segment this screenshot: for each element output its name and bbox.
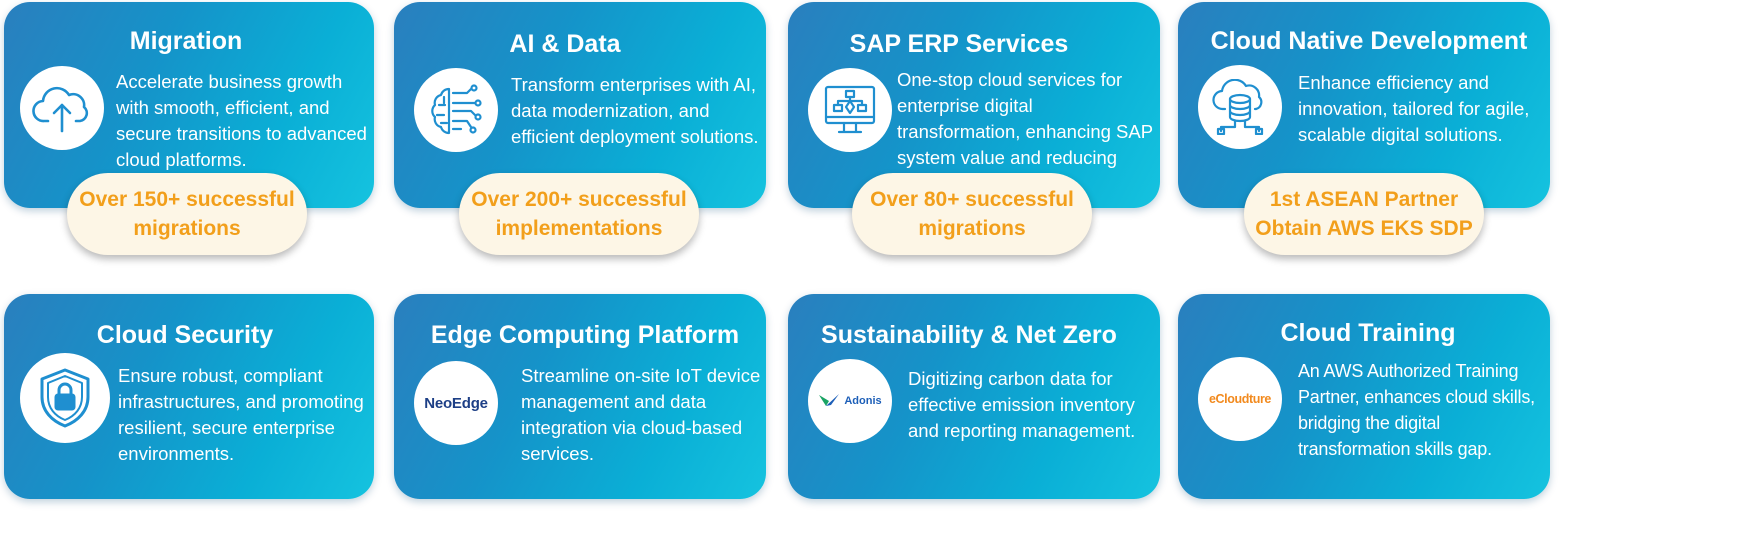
card-title: AI & Data bbox=[509, 30, 621, 58]
service-card-sustainability[interactable]: Sustainability & Net Zero Adonis Digitiz… bbox=[788, 294, 1160, 499]
badge-line-2: migrations bbox=[918, 217, 1026, 240]
service-card-edge-computing[interactable]: Edge Computing Platform NeoEdge Streamli… bbox=[394, 294, 766, 499]
service-card-cloud-security[interactable]: Cloud Security Ensure robust, compliant … bbox=[4, 294, 374, 499]
card-description: Accelerate business growth with smooth, … bbox=[116, 71, 367, 170]
shield-lock-icon bbox=[20, 353, 110, 443]
card-title: Sustainability & Net Zero bbox=[821, 321, 1117, 349]
service-card-migration[interactable]: Migration Accelerate business growth wit… bbox=[4, 2, 374, 208]
card-description: Enhance efficiency and innovation, tailo… bbox=[1298, 72, 1530, 145]
card-title: Cloud Training bbox=[1280, 319, 1456, 347]
card-description: Ensure robust, compliant infrastructures… bbox=[118, 365, 364, 464]
achievement-badge: Over 150+ successful migrations bbox=[67, 173, 307, 255]
adonis-logo: Adonis bbox=[808, 359, 892, 443]
badge-line-2: Obtain AWS EKS SDP bbox=[1255, 217, 1473, 240]
service-card-sap-erp[interactable]: SAP ERP Services One-stop cloud services… bbox=[788, 2, 1160, 208]
adonis-logo-text: Adonis bbox=[844, 395, 882, 407]
card-description: Streamline on-site IoT device management… bbox=[521, 365, 761, 464]
card-title: Cloud Native Development bbox=[1210, 27, 1528, 55]
card-description: Transform enterprises with AI, data mode… bbox=[511, 74, 759, 147]
service-card-cloud-native[interactable]: Cloud Native Development Enhance efficie… bbox=[1178, 2, 1550, 208]
erp-monitor-icon bbox=[808, 68, 892, 152]
service-card-cloud-training[interactable]: Cloud Training eCloudture An AWS Authori… bbox=[1178, 294, 1550, 499]
cloud-database-icon bbox=[1198, 65, 1282, 149]
badge-line-2: implementations bbox=[495, 217, 663, 240]
card-title: Edge Computing Platform bbox=[430, 321, 740, 349]
card-description: One-stop cloud services for enterprise d… bbox=[897, 69, 1153, 194]
card-title: Migration bbox=[129, 27, 243, 55]
badge-line-2: migrations bbox=[133, 217, 241, 240]
ecloudture-logo: eCloudture bbox=[1198, 357, 1282, 441]
achievement-badge: Over 80+ successful migrations bbox=[852, 173, 1092, 255]
neoedge-logo-text: NeoEdge bbox=[424, 394, 488, 412]
cloud-upload-icon bbox=[20, 66, 104, 150]
ai-brain-icon bbox=[414, 68, 498, 152]
badge-line-1: 1st ASEAN Partner bbox=[1269, 188, 1459, 211]
achievement-badge: 1st ASEAN Partner Obtain AWS EKS SDP bbox=[1244, 173, 1484, 255]
badge-line-1: Over 200+ successful bbox=[471, 188, 687, 211]
badge-line-1: Over 150+ successful bbox=[79, 188, 295, 211]
neoedge-logo: NeoEdge bbox=[414, 361, 498, 445]
card-title: Cloud Security bbox=[96, 321, 274, 349]
card-title: SAP ERP Services bbox=[849, 30, 1069, 58]
achievement-badge: Over 200+ successful implementations bbox=[459, 173, 699, 255]
card-description: An AWS Authorized Training Partner, enha… bbox=[1298, 361, 1535, 459]
ecloudture-logo-text: eCloudture bbox=[1209, 392, 1271, 406]
card-description: Digitizing carbon data for effective emi… bbox=[908, 368, 1136, 441]
badge-line-1: Over 80+ successful bbox=[870, 188, 1074, 211]
